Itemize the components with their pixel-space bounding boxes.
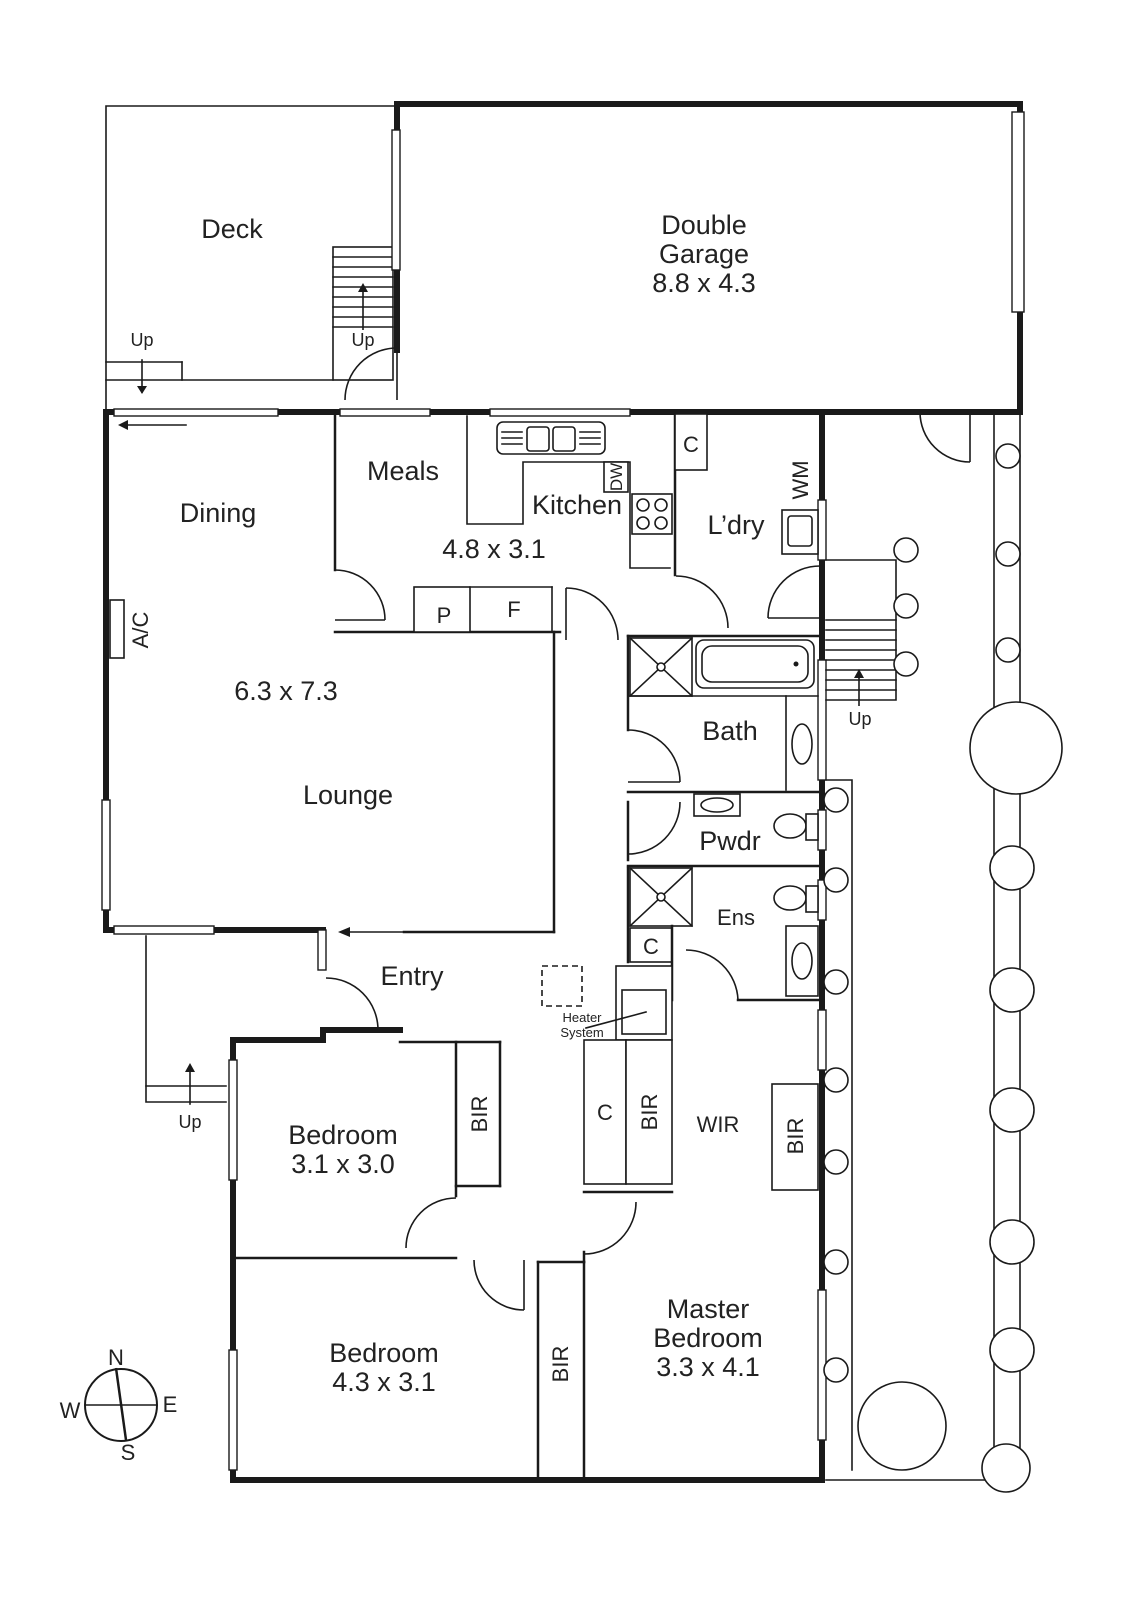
deck-stairs: Up — [332, 246, 394, 381]
bath-area: Bath — [626, 634, 824, 794]
bedroom2-dimensions: 3.1 x 3.0 — [291, 1149, 395, 1179]
fridge-label: F — [507, 597, 520, 622]
bedroom3-bir-label: BIR — [548, 1346, 573, 1383]
pantry-label: P — [437, 603, 452, 628]
washing-machine-label: WM — [788, 460, 813, 499]
wir-label: WIR — [697, 1112, 740, 1137]
compass-north: N — [108, 1345, 124, 1370]
entry-label: Entry — [380, 961, 444, 991]
laundry-label: L’dry — [707, 510, 765, 540]
bedroom-3: BIR Bedroom 4.3 x 3.1 — [329, 1259, 586, 1482]
garage: Double Garage 8.8 x 4.3 — [344, 101, 1025, 463]
kitchen-area: P F DW Meals Kitchen 4.8 x 3.1 — [333, 410, 729, 641]
side-path — [823, 411, 1063, 1493]
dining-label: Dining — [180, 498, 257, 528]
kitchen-label: Kitchen — [532, 490, 622, 520]
side-stairs-up-label: Up — [848, 709, 871, 729]
ensuite-label: Ens — [717, 905, 755, 930]
ensuite-cupboard-label: C — [643, 934, 659, 959]
compass: N S E W — [60, 1345, 178, 1465]
lounge-label: Lounge — [303, 780, 393, 810]
meals-label: Meals — [367, 456, 439, 486]
bedroom3-dimensions: 4.3 x 3.1 — [332, 1367, 436, 1397]
kitchen-dimensions: 4.8 x 3.1 — [442, 534, 546, 564]
master-dimensions: 3.3 x 4.1 — [656, 1352, 760, 1382]
bedroom2-label: Bedroom — [288, 1120, 398, 1150]
heater-label-1: Heater — [562, 1010, 602, 1025]
compass-west: W — [60, 1398, 81, 1423]
side-stairs: Up — [825, 559, 897, 729]
deck-area: Deck Up — [105, 105, 396, 413]
bedroom2-bir-label: BIR — [467, 1096, 492, 1133]
bath-label: Bath — [702, 716, 758, 746]
compass-east: E — [163, 1392, 178, 1417]
house-walls: A/C — [101, 408, 1023, 1483]
powder-label: Pwdr — [699, 826, 761, 856]
living-area: Dining 6.3 x 7.3 Lounge — [180, 498, 556, 937]
bedroom-2: BIR Bedroom 3.1 x 3.0 — [231, 1040, 502, 1260]
lounge-dimensions: 6.3 x 7.3 — [234, 676, 338, 706]
wir-bir-label-left: BIR — [637, 1094, 662, 1131]
ac-label: A/C — [128, 612, 153, 649]
dishwasher-label: DW — [607, 463, 626, 491]
garage-label-1: Double — [661, 210, 747, 240]
deck-label: Deck — [201, 214, 263, 244]
garage-dimensions: 8.8 x 4.3 — [652, 268, 756, 298]
laundry-area: C L’dry WM — [673, 410, 821, 619]
master-label-1: Master — [667, 1294, 750, 1324]
hall-cupboard-label: C — [597, 1100, 613, 1125]
master-suite: C BIR WIR BIR Master Bedroom 3.3 x 4.1 — [582, 1039, 819, 1382]
master-label-2: Bedroom — [653, 1323, 763, 1353]
compass-south: S — [121, 1440, 136, 1465]
deck-up-label: Up — [130, 330, 153, 350]
entry-up-label: Up — [178, 1112, 201, 1132]
powder-area: Pwdr — [626, 793, 824, 868]
heater-label-2: System — [560, 1025, 603, 1040]
laundry-cupboard-label: C — [683, 432, 699, 457]
stairs-up-label: Up — [351, 330, 374, 350]
entry-area: Entry Heater System Up — [145, 929, 673, 1132]
garage-label-2: Garage — [659, 239, 749, 269]
wir-bir-label-right: BIR — [783, 1118, 808, 1155]
ensuite-area: C Ens — [626, 866, 824, 1002]
bedroom3-label: Bedroom — [329, 1338, 439, 1368]
